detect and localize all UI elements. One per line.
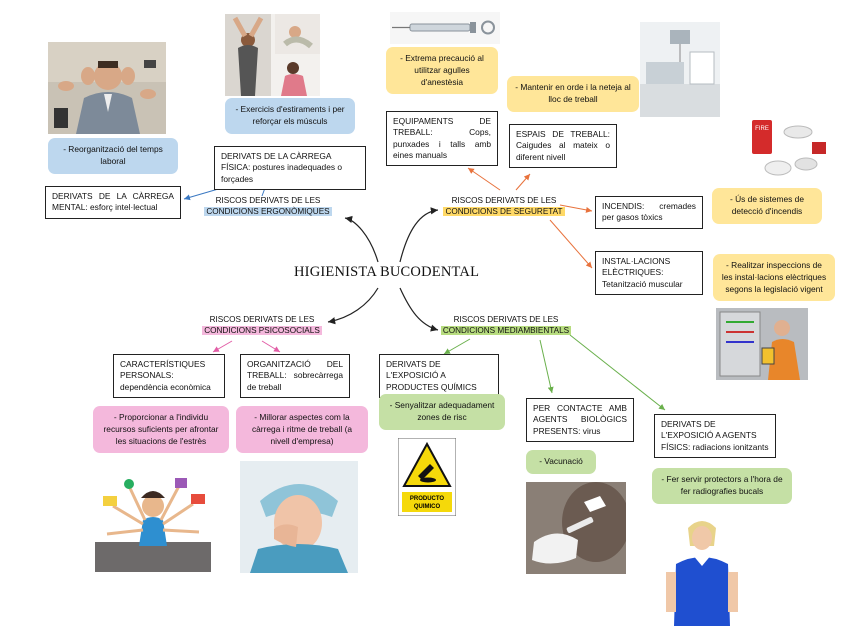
- branch-label-line: RISCOS DERIVATS DE LES: [453, 315, 559, 324]
- arrow-sec-electric: [549, 219, 593, 269]
- syringe-photo: [390, 12, 500, 44]
- arrow-env-chem: [443, 338, 471, 355]
- branch-label-highlight: CONDICIONS MEDIAMBIENTALS: [440, 326, 572, 336]
- arrow-sec-fire: [559, 204, 593, 213]
- sign-text-line2: QUIMICO: [414, 504, 441, 510]
- branch-label-highlight: CONDICIONS PSICOSOCIALS: [202, 326, 322, 336]
- note-fire-detection: - Ús de sistemes de detecció d'incendis: [712, 188, 822, 224]
- branch-label-highlight: CONDICIONS DE SEGURETAT: [443, 207, 565, 217]
- tired-nurse-photo: [240, 461, 358, 573]
- branch-label-ergonomic: RISCOS DERIVATS DE LES CONDICIONS ERGONÒ…: [198, 195, 338, 217]
- clinic-room-photo: [640, 22, 720, 117]
- box-fire: INCENDIS: cremades per gasos tòxics: [595, 196, 703, 229]
- arrow-to-psycho: [327, 287, 379, 325]
- branch-label-environmental: RISCOS DERIVATS DE LES CONDICIONS MEDIAM…: [440, 314, 572, 336]
- note-signal-risk-zones: - Senyalitzar adequadament zones de risc: [379, 394, 505, 430]
- note-personal-resources: - Proporcionar a l'individu recursos suf…: [93, 406, 229, 454]
- arrow-sec-equip: [467, 167, 501, 191]
- electrician-photo: [716, 308, 808, 380]
- box-electrical: INSTAL·LACIONS ELÈCTRIQUES: Tetanització…: [595, 251, 703, 296]
- branch-label-line: RISCOS DERIVATS DE LES: [209, 315, 315, 324]
- box-biological-agents: PER CONTACTE AMB AGENTS BIOLÒGICS PRESEN…: [526, 398, 634, 443]
- note-time-reorganization: - Reorganització del temps laboral: [48, 138, 178, 174]
- box-work-spaces: ESPAIS DE TREBALL: Caigudes al mateix o …: [509, 124, 617, 169]
- vaccination-photo: [526, 482, 626, 574]
- note-vaccination: - Vacunació: [526, 450, 596, 474]
- main-title: HIGIENISTA BUCODENTAL: [294, 264, 480, 280]
- arrow-psy-personal: [212, 340, 233, 353]
- arrow-to-ergo: [344, 215, 379, 263]
- box-work-equipment: EQUIPAMENTS DE TREBALL: Cops, punxades i…: [386, 111, 498, 167]
- box-personal-characteristics: CARACTERÍSTIQUES PERSONALS: dependència …: [113, 354, 225, 399]
- note-anesthesia-needles: - Extrema precaució al utilitzar agulles…: [386, 47, 498, 95]
- chemical-product-sign: PRODUCTO QUIMICO: [398, 438, 456, 516]
- branch-label-highlight: CONDICIONS ERGONÒMIQUES: [204, 207, 332, 217]
- arrow-sec-spaces: [515, 173, 531, 191]
- arrow-env-bio: [539, 339, 554, 394]
- note-workload-rhythm: - Millorar aspectes com la càrrega i rit…: [236, 406, 368, 454]
- fire-detectors-photo: FIRE: [750, 118, 828, 184]
- arrow-psy-org: [261, 340, 281, 353]
- box-physical-agents: DERIVATS DE L'EXPOSICIÓ A AGENTS FÍSICS:…: [654, 414, 776, 459]
- arrow-to-environment: [399, 287, 439, 332]
- box-chemical-products: DERIVATS DE L'EXPOSICIÓ A PRODUCTES QUÍM…: [379, 354, 499, 399]
- note-electrical-inspections: - Realitzar inspeccions de les instal·la…: [713, 254, 835, 302]
- sign-text-line1: PRODUCTO: [410, 496, 445, 502]
- arrow-to-security: [399, 207, 439, 263]
- branch-label-psychosocial: RISCOS DERIVATS DE LES CONDICIONS PSICOS…: [196, 314, 328, 336]
- box-work-organization: ORGANITZACIÓ DEL TREBALL: sobrecàrrega d…: [240, 354, 350, 399]
- note-radiography-protectors: - Fer servir protectors a l'hora de fer …: [652, 468, 792, 504]
- note-order-cleaning: - Mantenir en orde i la neteja al lloc d…: [507, 76, 639, 112]
- branch-label-line: RISCOS DERIVATS DE LES: [451, 196, 557, 205]
- arrow-env-physical: [569, 334, 666, 411]
- note-stretching: - Exercicis d'estiraments i per reforçar…: [225, 98, 355, 134]
- lead-apron-photo: [666, 516, 738, 626]
- stretching-photos: [225, 14, 320, 96]
- multitasking-illustration: [95, 476, 211, 572]
- stressed-man-photo: [48, 42, 166, 134]
- box-physical-load: DERIVATS DE LA CÀRREGA FÍSICA: postures …: [214, 146, 366, 191]
- fire-sign-text: FIRE: [755, 126, 769, 132]
- box-mental-load: DERIVATS DE LA CÀRREGA MENTAL: esforç in…: [45, 186, 181, 219]
- branch-label-security: RISCOS DERIVATS DE LES CONDICIONS DE SEG…: [438, 195, 570, 217]
- branch-label-line: RISCOS DERIVATS DE LES: [215, 196, 321, 205]
